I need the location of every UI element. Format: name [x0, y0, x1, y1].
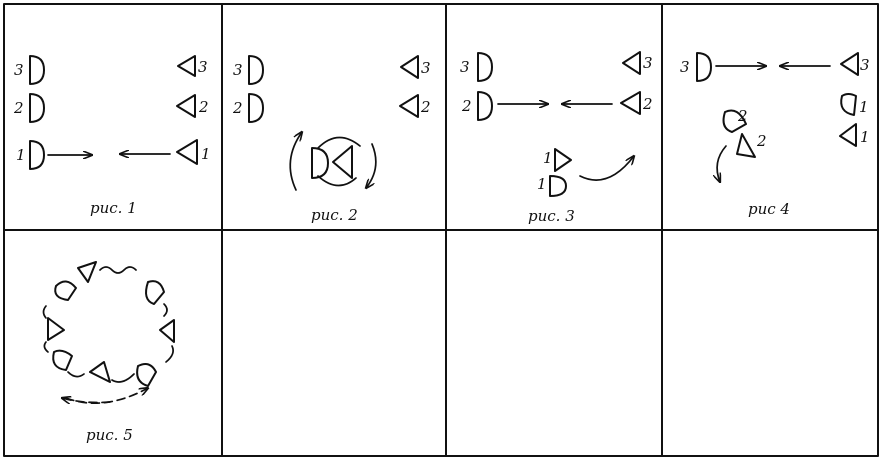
triangle-shape-3 [840, 52, 859, 76]
label-right-2: 2 [198, 98, 209, 116]
label-right-1: 1 [860, 128, 870, 146]
rotate-arc-top [317, 136, 361, 149]
label-right-2: 2 [420, 98, 431, 116]
label-2-triangle: 2 [756, 132, 767, 150]
wavy-link-bottom-right [111, 373, 135, 383]
label-left-2: 2 [232, 99, 243, 117]
label-1-triangle: 1 [543, 149, 553, 167]
caption-2: рис. 2 [311, 206, 358, 224]
label-left-3: 3 [460, 58, 470, 76]
panel-4: 3 3 2 2 1 1 рис 4 [680, 52, 870, 218]
panel-1: 3 2 1 3 2 1 рис. 1 [13, 55, 211, 217]
label-right-3: 3 [643, 54, 653, 72]
semicircle-shape-3 [29, 55, 45, 85]
label-right-3: 3 [421, 59, 431, 77]
ring-semicircle-bottom-left [52, 349, 73, 371]
label-left-3: 3 [14, 61, 24, 79]
label-left-3: 3 [233, 61, 243, 79]
semicircle-shape-1 [840, 93, 857, 116]
panel-2: 3 2 3 2 рис. 2 [232, 55, 431, 224]
ring-semicircle-top-right [145, 280, 165, 305]
semicircle-shape-pair [311, 147, 329, 179]
wavy-link-bottom-left [67, 371, 85, 378]
panel-3: 3 2 3 2 1 1 рис. 3 [460, 51, 653, 225]
wavy-link-left-top [42, 305, 47, 319]
ring-semicircle-top-left [54, 280, 77, 301]
rotation-arrow-left [62, 398, 111, 403]
caption-3: рис. 3 [528, 207, 575, 225]
label-left-3: 3 [680, 58, 690, 76]
triangle-shape-2 [399, 94, 419, 118]
panel-grid [3, 3, 879, 457]
label-2-semicircle: 2 [737, 107, 748, 125]
caption-5: рис. 5 [86, 426, 133, 444]
wavy-link-left-bottom [43, 341, 49, 353]
triangle-shape-1 [839, 123, 857, 147]
triangle-shape-1 [176, 139, 198, 165]
triangle-shape-3 [400, 55, 419, 79]
triangle-shape-1 [554, 148, 572, 172]
semicircle-shape-3 [248, 55, 264, 85]
triangle-shape-2 [736, 133, 756, 158]
label-right-2: 2 [642, 95, 653, 113]
wavy-link-top [99, 266, 137, 274]
label-right-3: 3 [198, 58, 208, 76]
curved-arrow-down [717, 145, 727, 182]
triangle-shape-pair [332, 145, 353, 179]
semicircle-shape-2 [29, 93, 45, 123]
rotate-arrow-up [289, 132, 302, 191]
ring-triangle-bottom [89, 361, 111, 383]
semicircle-shape-2 [477, 91, 493, 121]
semicircle-shape-2 [248, 93, 264, 123]
label-left-1: 1 [16, 146, 26, 164]
caption-4: рис 4 [748, 200, 790, 218]
ring-triangle-right [159, 319, 175, 343]
wavy-link-right-top [163, 303, 168, 317]
triangle-shape-3 [177, 55, 196, 77]
semicircle-shape-1 [549, 175, 567, 197]
label-right-1: 1 [201, 145, 211, 163]
ring-semicircle-bottom-right [136, 363, 157, 387]
rotate-arc-bottom [317, 175, 357, 187]
panel-5: рис. 5 [42, 261, 175, 444]
label-right-3: 3 [860, 56, 870, 74]
semicircle-shape-1 [29, 140, 45, 170]
triangle-shape-2 [620, 91, 641, 115]
label-right-1-top: 1 [859, 98, 869, 116]
label-left-2: 2 [13, 99, 24, 117]
ring-triangle-top [77, 261, 97, 283]
curved-arrow [579, 156, 634, 181]
triangle-shape-2 [176, 94, 196, 118]
triangle-shape-3 [622, 51, 641, 75]
label-left-2: 2 [461, 97, 472, 115]
label-1-semicircle: 1 [537, 175, 547, 193]
ring-triangle-left [47, 317, 65, 341]
rotate-arrow-down [366, 143, 377, 188]
wavy-link-right-bottom [165, 345, 174, 363]
caption-1: рис. 1 [90, 199, 137, 217]
semicircle-shape-2 [722, 109, 747, 133]
semicircle-shape-3 [477, 52, 493, 82]
semicircle-shape-3 [696, 52, 712, 82]
